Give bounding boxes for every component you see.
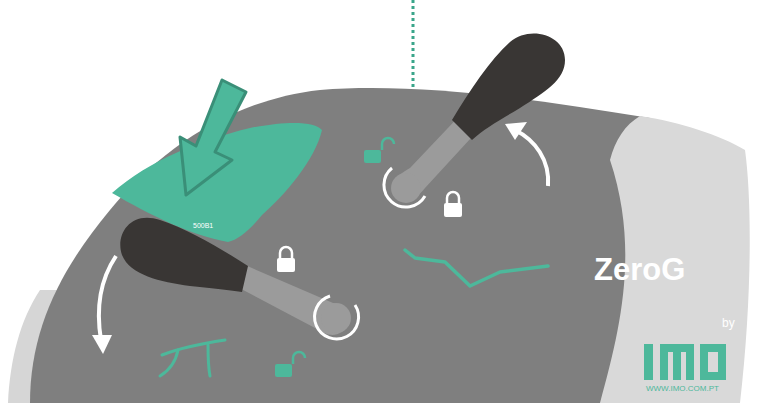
website-url: WWW.IMO.COM.PT xyxy=(646,385,719,393)
part-code: 500B1 xyxy=(193,222,213,229)
brand-by: by xyxy=(722,317,735,329)
recline-symbol xyxy=(405,250,548,286)
lock-icon xyxy=(444,192,462,217)
imo-logo xyxy=(644,344,726,380)
left-lever xyxy=(120,218,358,339)
lock-icon xyxy=(277,247,295,272)
unlock-icon xyxy=(275,352,305,377)
pointer-arrow xyxy=(180,80,246,195)
right-lever xyxy=(384,34,565,207)
seat-body xyxy=(30,88,650,403)
brand-name: ZeroG xyxy=(594,254,685,285)
seat-symbol xyxy=(160,340,225,376)
unlock-icon xyxy=(364,138,394,163)
